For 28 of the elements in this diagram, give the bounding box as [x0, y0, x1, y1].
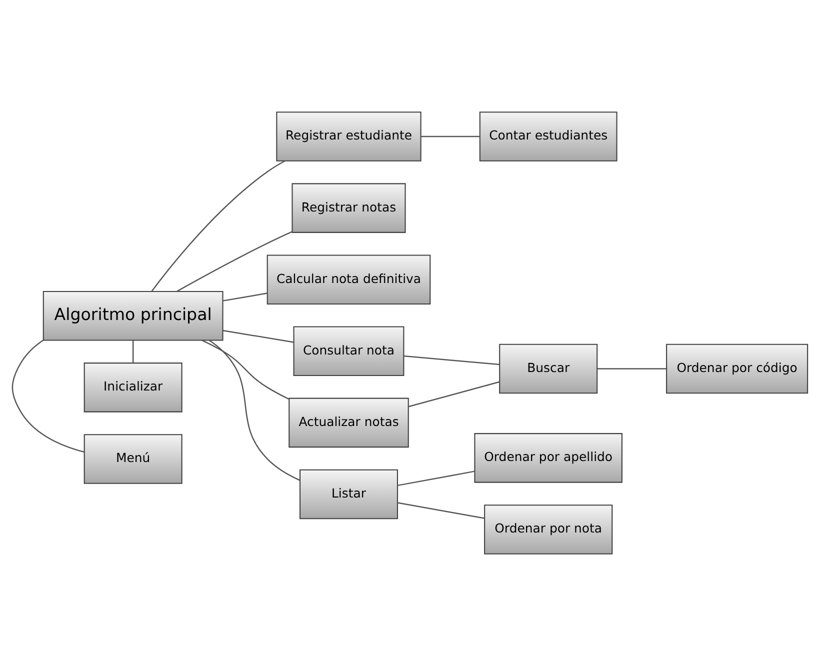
connector	[397, 470, 475, 486]
node-box: Ordenar por apellido	[474, 433, 622, 483]
node-box: Consultar nota	[293, 326, 404, 376]
connector	[597, 368, 666, 370]
node-box: Listar	[300, 469, 398, 520]
connector	[209, 340, 300, 481]
connector	[202, 340, 290, 400]
connector	[408, 381, 500, 408]
node-box: Menú	[84, 434, 182, 484]
node-box: Registrar notas	[292, 183, 406, 233]
node-box: Ordenar por código	[666, 344, 808, 394]
node-box: Inicializar	[84, 362, 182, 412]
connector	[132, 340, 134, 363]
node-box: Calcular nota definitiva	[266, 254, 431, 304]
connector	[222, 292, 268, 302]
node-box: Buscar	[499, 344, 598, 394]
connector	[397, 502, 484, 519]
node-box: Ordenar por nota	[484, 504, 613, 554]
connector	[176, 231, 292, 292]
connector	[420, 136, 480, 138]
connector	[12, 340, 84, 453]
connector	[222, 330, 294, 343]
node-box: Actualizar notas	[288, 398, 409, 448]
connector	[404, 355, 500, 366]
node-box: Registrar estudiante	[276, 112, 422, 162]
node-box: Algoritmo principal	[42, 291, 224, 341]
node-box: Contar estudiantes	[479, 112, 618, 162]
connector	[151, 160, 286, 292]
